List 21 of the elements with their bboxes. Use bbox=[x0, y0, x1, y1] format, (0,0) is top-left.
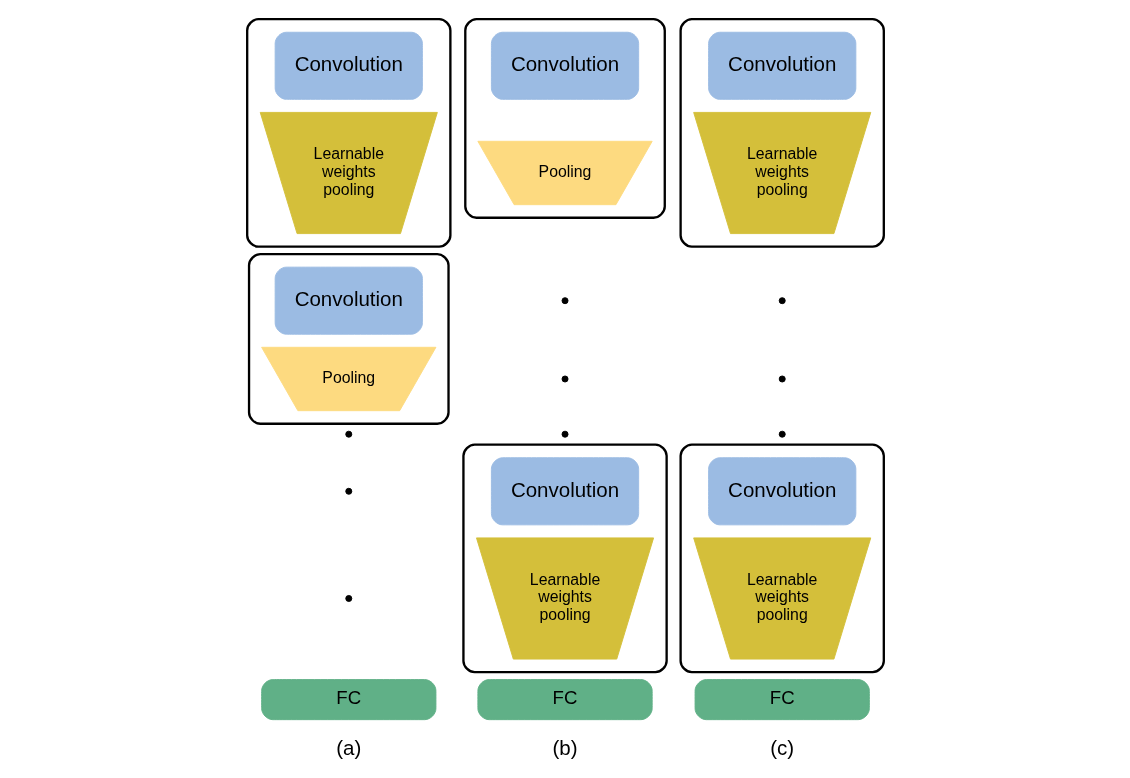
node-dots bbox=[344, 430, 352, 438]
cluster bbox=[678, 18, 885, 248]
label: (c) bbox=[769, 735, 794, 759]
label: (a) bbox=[335, 735, 361, 759]
node-box: Convolution bbox=[707, 457, 856, 526]
node-box: FC bbox=[260, 679, 436, 721]
node-box: Convolution bbox=[274, 266, 423, 335]
node-box: Convolution bbox=[707, 31, 856, 100]
node-box: FC bbox=[476, 679, 653, 721]
node-box: Convolution bbox=[274, 31, 423, 100]
node-dots bbox=[561, 297, 568, 305]
cluster bbox=[245, 18, 452, 248]
node-dots bbox=[778, 297, 786, 305]
node-box: Convolution bbox=[490, 457, 639, 526]
cluster bbox=[247, 252, 450, 425]
node-box: FC bbox=[694, 679, 870, 721]
node-box: Convolution bbox=[490, 31, 639, 100]
cluster bbox=[463, 18, 666, 219]
cluster bbox=[461, 443, 668, 674]
cluster bbox=[678, 443, 885, 674]
label: (b) bbox=[552, 735, 578, 759]
